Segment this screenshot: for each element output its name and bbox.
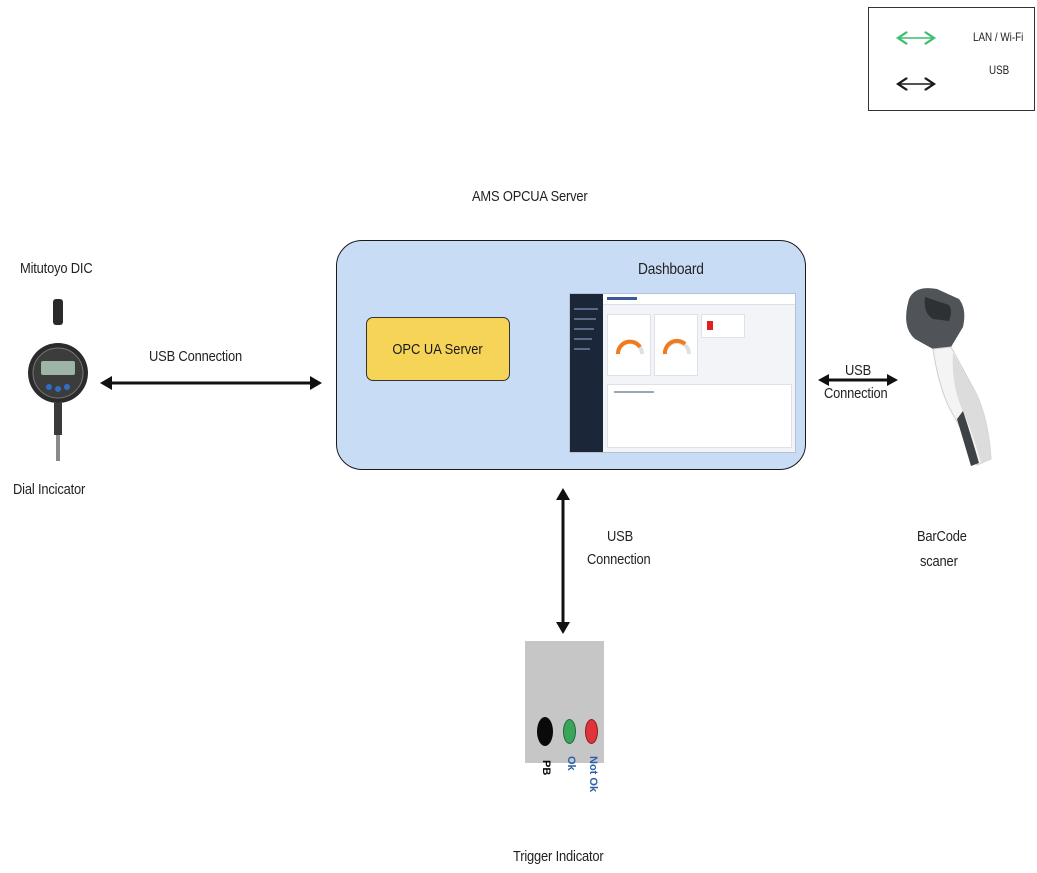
dic-title: Mitutoyo DIC xyxy=(20,260,93,277)
barcode-label-line2: scaner xyxy=(920,553,958,570)
usb-arrow-icon xyxy=(893,76,939,92)
legend: LAN / Wi-Fi USB xyxy=(868,7,1035,111)
not-ok-label: Not Ok xyxy=(587,756,599,793)
usb-connection-bottom-line1: USB xyxy=(607,528,634,545)
push-button-icon xyxy=(537,717,553,746)
barcode-label-line1: BarCode xyxy=(917,528,967,545)
status-indicator xyxy=(707,321,713,330)
usb-connection-arrow-right xyxy=(818,374,898,386)
dashboard-header xyxy=(603,294,795,305)
opc-ua-server-box: OPC UA Server xyxy=(366,317,510,381)
gauge-card xyxy=(654,314,698,376)
dashboard-label: Dashboard xyxy=(638,261,704,278)
server-title: AMS OPCUA Server xyxy=(472,188,588,205)
pb-label: PB xyxy=(540,760,552,776)
legend-usb-label: USB xyxy=(989,63,1010,77)
usb-connection-bottom-line2: Connection xyxy=(587,551,651,568)
dial-indicator-icon xyxy=(28,299,88,461)
legend-wireless-label: LAN / Wi-Fi xyxy=(973,30,1024,44)
ok-lamp-icon xyxy=(563,719,576,744)
wireless-arrow-icon xyxy=(893,30,939,46)
gauge-icon xyxy=(662,338,691,355)
gauge-card xyxy=(607,314,651,376)
trigger-indicator-label: Trigger Indicator xyxy=(513,848,604,865)
dashboard-sidebar xyxy=(570,294,603,452)
ok-label: Ok xyxy=(565,756,577,771)
usb-connection-label-left: USB Connection xyxy=(149,348,242,365)
gauge-icon xyxy=(615,339,644,355)
usb-connection-right-line1: USB xyxy=(845,362,872,379)
data-card xyxy=(607,384,792,448)
dial-indicator-label: Dial Incicator xyxy=(13,481,86,498)
usb-connection-arrow-bottom xyxy=(556,488,570,634)
opc-ua-server-label: OPC UA Server xyxy=(392,340,484,358)
status-card xyxy=(701,314,745,338)
usb-connection-right-line2: Connection xyxy=(824,385,888,402)
barcode-scanner-icon xyxy=(906,288,992,466)
trigger-indicator-box xyxy=(525,641,604,763)
not-ok-lamp-icon xyxy=(585,719,598,744)
usb-connection-arrow-left xyxy=(100,376,322,390)
dashboard-screenshot xyxy=(569,293,796,453)
